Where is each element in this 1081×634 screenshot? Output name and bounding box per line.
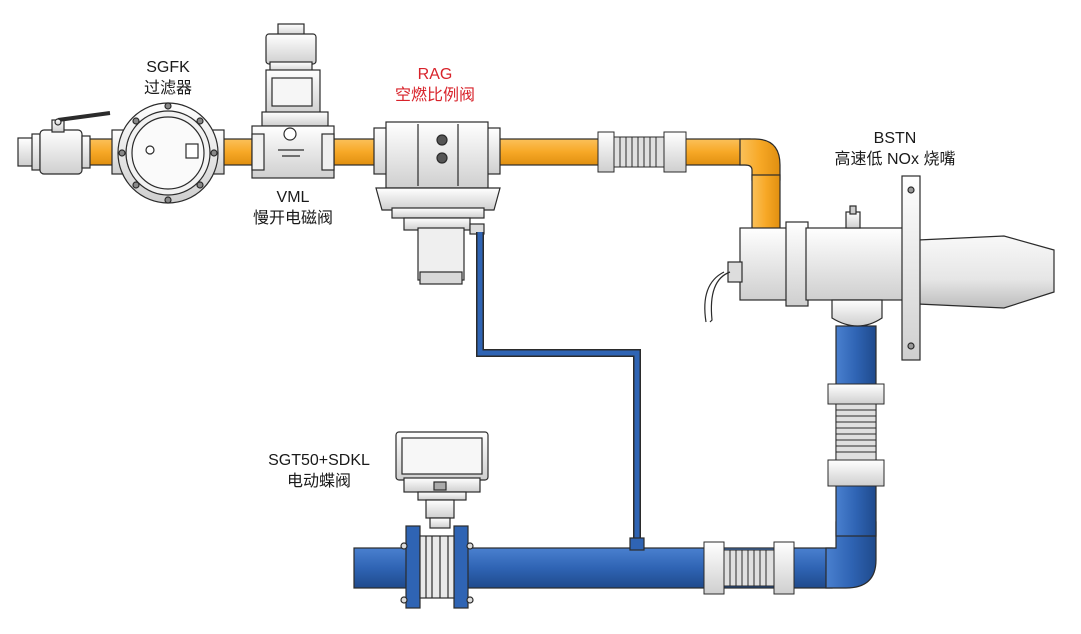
bstn-burner <box>704 175 1055 361</box>
label-butterfly-valve: SGT50+SDKL 电动蝶阀 <box>244 450 394 492</box>
air-vertical-hose <box>827 383 885 487</box>
sgfk-code: SGFK <box>146 59 190 76</box>
vml-solenoid-valve <box>251 23 335 179</box>
sgfk-filter <box>111 102 225 204</box>
sgt50-code: SGT50+SDKL <box>268 452 370 469</box>
ball-valve <box>17 111 111 175</box>
gas-pipe-riser <box>751 174 781 236</box>
sgt50-name: 电动蝶阀 <box>286 473 351 490</box>
sgfk-name: 过滤器 <box>143 80 192 97</box>
impulse-line <box>476 232 641 548</box>
bstn-name: 高速低 NOx 烧嘴 <box>834 151 956 168</box>
label-rag-valve: RAG 空燃比例阀 <box>380 64 490 106</box>
rag-name: 空燃比例阀 <box>394 87 475 104</box>
rag-ratio-valve <box>373 121 501 285</box>
vml-name: 慢开电磁阀 <box>252 210 333 227</box>
vml-code: VML <box>276 189 310 206</box>
butterfly-valve <box>395 431 489 609</box>
gas-pipe-elbow <box>739 138 781 181</box>
label-bstn-burner: BSTN 高速低 NOx 烧嘴 <box>810 128 980 170</box>
bstn-code: BSTN <box>873 130 917 147</box>
label-sgfk-filter: SGFK 过滤器 <box>128 57 208 99</box>
label-vml-valve: VML 慢开电磁阀 <box>238 187 348 229</box>
air-flexible-hose <box>703 541 795 595</box>
gas-flexible-hose <box>597 131 687 173</box>
rag-code: RAG <box>417 66 453 83</box>
